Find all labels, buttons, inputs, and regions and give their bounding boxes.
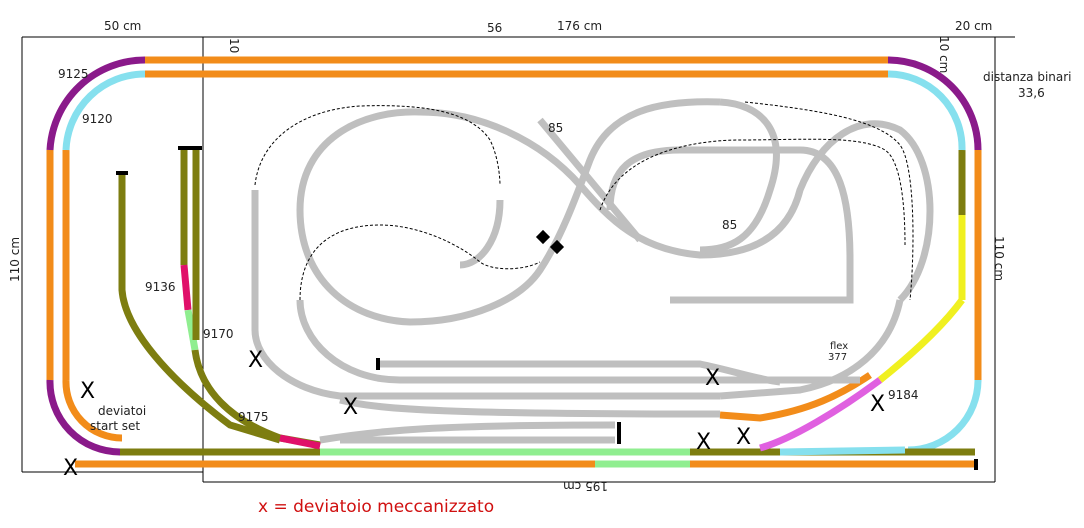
legend-text: x = deviatoio meccanizzato: [258, 497, 495, 517]
code-377: 377: [828, 352, 848, 363]
left-yard: [118, 150, 321, 450]
code-9170: 9170: [203, 327, 234, 341]
board-outline: [21, 36, 1015, 483]
dim-top-right: 20 cm: [955, 19, 993, 33]
code-flex: flex: [830, 341, 849, 352]
motor-turnout-mark: X: [870, 392, 886, 417]
code-9175: 9175: [238, 410, 269, 424]
code-9184: 9184: [888, 388, 919, 402]
dim-inner-left: 10: [227, 38, 241, 54]
code-85-b: 85: [722, 218, 738, 232]
dim-left: 110 cm: [8, 236, 22, 282]
dim-inner-right: 10 cm: [937, 36, 951, 74]
dim-top-mid-a: 56: [487, 21, 503, 35]
dim-top-left: 50 cm: [104, 19, 142, 33]
code-85-a: 85: [548, 121, 564, 135]
crossing-icon: [535, 229, 565, 255]
dim-bottom: 195 cm: [563, 479, 609, 493]
code-9120: 9120: [82, 112, 113, 126]
outer-loop: [46, 56, 982, 468]
note-distanza-binari: distanza binari: [983, 70, 1072, 84]
dim-top-mid-b: 176 cm: [557, 19, 603, 33]
motor-turnout-mark: X: [343, 395, 359, 420]
hidden-tracks: [254, 101, 914, 301]
motor-turnout-mark: X: [696, 430, 712, 455]
dim-right: 110 cm: [992, 236, 1006, 282]
motor-turnout-mark: X: [63, 456, 79, 481]
note-deviatoi: deviatoi: [98, 404, 147, 418]
motor-turnout-mark: X: [705, 366, 721, 391]
motor-turnout-mark: X: [736, 425, 752, 450]
buffer-stops: [116, 146, 978, 470]
note-distanza-value: 33,6: [1018, 86, 1045, 100]
code-9125: 9125: [58, 67, 89, 81]
motor-turnout-mark: X: [80, 379, 96, 404]
code-9136: 9136: [145, 280, 176, 294]
note-start-set: start set: [90, 419, 141, 433]
motor-turnout-mark: X: [248, 348, 264, 373]
inner-tracks: [251, 98, 934, 444]
